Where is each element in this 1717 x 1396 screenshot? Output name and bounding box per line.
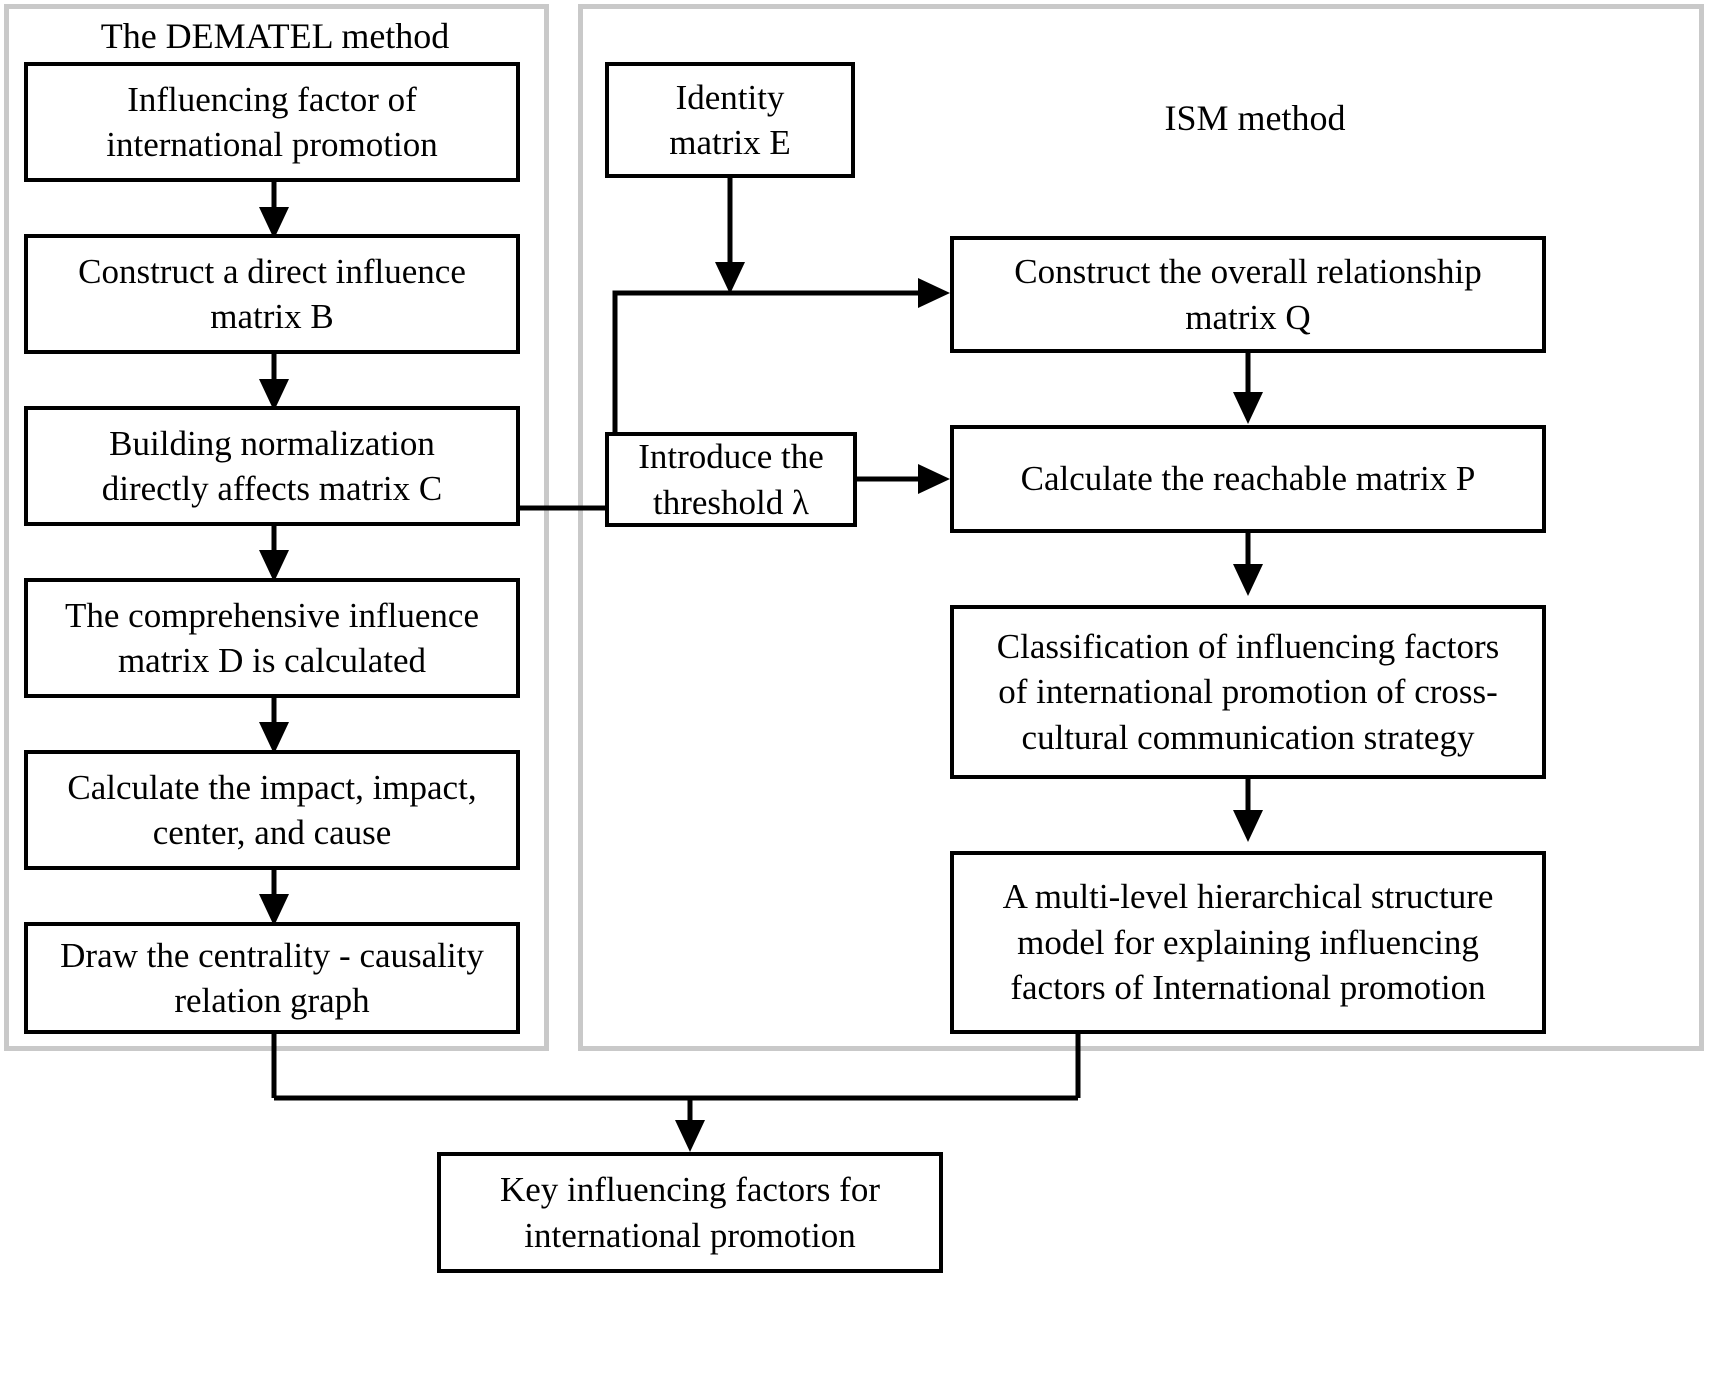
node-line-1: Draw the centrality - causality: [60, 935, 484, 975]
node-line-1: Classification of influencing factors: [996, 626, 1500, 666]
node-line-1: Influencing factor of: [127, 79, 417, 119]
node-text: Key influencing factors for internationa…: [449, 1167, 931, 1258]
node-text: Construct a direct influence matrix B: [36, 249, 508, 340]
node-line-2: threshold λ: [653, 482, 809, 522]
node-key-influencing-factors[interactable]: Key influencing factors for internationa…: [437, 1152, 943, 1273]
node-text: Building normalization directly affects …: [36, 421, 508, 512]
node-line-1: Introduce the: [638, 437, 824, 476]
node-reachable-matrix-p[interactable]: Calculate the reachable matrix P: [950, 425, 1546, 533]
node-line-2: of international promotion of cross-: [998, 672, 1498, 712]
node-line-2: matrix Q: [1185, 297, 1311, 337]
node-text: Classification of influencing factors of…: [962, 624, 1534, 761]
node-identity-matrix-e[interactable]: Identity matrix E: [605, 62, 855, 178]
node-line-3: cultural communication strategy: [1021, 717, 1475, 757]
node-calculate-impact-center-cause[interactable]: Calculate the impact, impact, center, an…: [24, 750, 520, 870]
node-normalization-matrix-c[interactable]: Building normalization directly affects …: [24, 406, 520, 526]
node-text: Draw the centrality - causality relation…: [36, 933, 508, 1024]
group-title-dematel: The DEMATEL method: [100, 16, 450, 56]
node-text: A multi-level hierarchical structure mod…: [962, 874, 1534, 1011]
node-direct-influence-matrix-b[interactable]: Construct a direct influence matrix B: [24, 234, 520, 354]
node-classification-influencing-factors[interactable]: Classification of influencing factors of…: [950, 605, 1546, 779]
node-centrality-causality-graph[interactable]: Draw the centrality - causality relation…: [24, 922, 520, 1034]
node-line-1: The comprehensive influence: [65, 595, 479, 635]
group-panel-dematel: [4, 4, 549, 1051]
node-text: Calculate the impact, impact, center, an…: [36, 765, 508, 856]
node-influencing-factor[interactable]: Influencing factor of international prom…: [24, 62, 520, 182]
node-introduce-threshold[interactable]: Introduce the threshold λ: [605, 432, 857, 527]
node-text: Construct the overall relationship matri…: [962, 249, 1534, 340]
group-panel-ism: [578, 4, 1704, 1051]
node-text: Calculate the reachable matrix P: [962, 456, 1534, 502]
node-line-1: Key influencing factors for: [500, 1170, 880, 1209]
node-line-3: factors of International promotion: [1010, 968, 1486, 1008]
node-line-1: Calculate the reachable matrix P: [1020, 459, 1476, 499]
node-line-1: Calculate the impact, impact,: [67, 767, 477, 807]
node-line-2: international promotion: [106, 125, 438, 164]
node-line-1: Building normalization: [109, 423, 435, 463]
node-line-1: Construct the overall relationship: [1014, 252, 1482, 291]
node-text: The comprehensive influence matrix D is …: [36, 593, 508, 684]
node-overall-relationship-matrix-q[interactable]: Construct the overall relationship matri…: [950, 236, 1546, 353]
node-line-2: matrix D is calculated: [117, 641, 427, 680]
node-multilevel-hierarchical-model[interactable]: A multi-level hierarchical structure mod…: [950, 851, 1546, 1034]
node-line-2: directly affects matrix C: [101, 469, 443, 508]
node-line-2: center, and cause: [152, 813, 392, 852]
node-line-1: A multi-level hierarchical structure: [1002, 877, 1494, 917]
node-line-2: international promotion: [524, 1215, 856, 1255]
node-line-2: relation graph: [174, 981, 370, 1020]
node-line-2: model for explaining influencing: [1017, 922, 1479, 962]
node-line-1: Construct a direct influence: [78, 251, 466, 291]
group-title-ism: ISM method: [1164, 98, 1346, 138]
arrowhead-merge-n13: [675, 1120, 705, 1152]
node-line-1: Identity: [675, 77, 785, 117]
node-text: Introduce the threshold λ: [617, 434, 845, 525]
node-line-2: matrix B: [210, 297, 334, 336]
node-text: Influencing factor of international prom…: [36, 77, 508, 168]
node-line-2: matrix E: [669, 123, 791, 162]
node-text: Identity matrix E: [617, 75, 843, 166]
node-comprehensive-influence-matrix-d[interactable]: The comprehensive influence matrix D is …: [24, 578, 520, 698]
